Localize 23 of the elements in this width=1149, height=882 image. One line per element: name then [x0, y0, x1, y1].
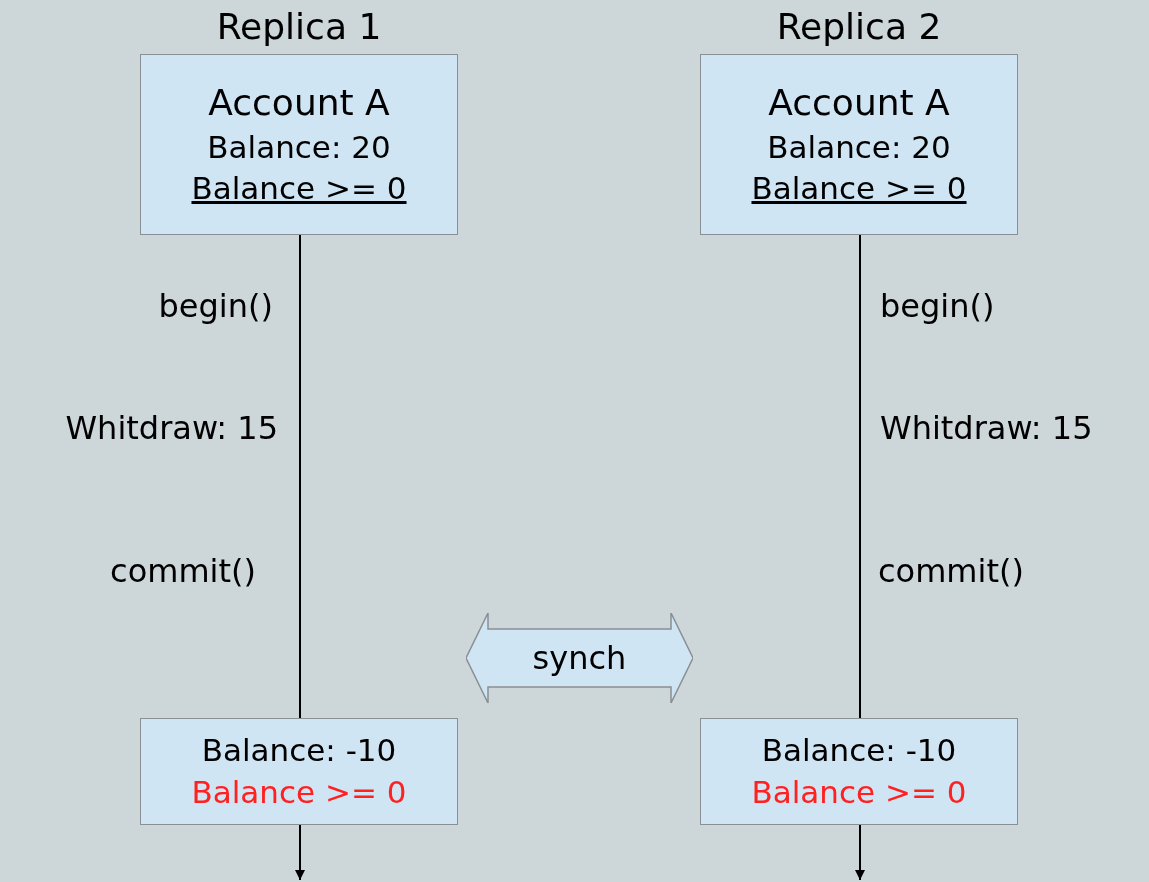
timeline-line: [299, 234, 301, 719]
operation-label: Whitdraw: 15: [65, 410, 278, 447]
arrow: [295, 824, 305, 881]
replica-heading: Replica 1: [216, 6, 382, 48]
arrow: [855, 824, 865, 881]
operation-label: commit(): [878, 553, 1024, 590]
synch-label: synch: [532, 639, 627, 677]
balance-text: Balance: 20: [207, 129, 391, 166]
balance-text: Balance: -10: [201, 732, 397, 769]
operation-label: commit(): [110, 553, 256, 590]
account-name: Account A: [208, 82, 390, 124]
operation-label: Whitdraw: 15: [880, 410, 1093, 447]
replica-heading: Replica 2: [776, 6, 942, 48]
account-name: Account A: [768, 82, 950, 124]
balance-text: Balance: -10: [761, 732, 957, 769]
constraint-text: Balance >= 0: [751, 171, 967, 207]
timeline-line: [859, 234, 861, 719]
operation-label: begin(): [158, 288, 273, 325]
violated-constraint-text: Balance >= 0: [751, 774, 967, 811]
balance-text: Balance: 20: [767, 129, 951, 166]
violated-constraint-text: Balance >= 0: [191, 774, 407, 811]
constraint-text: Balance >= 0: [191, 171, 407, 207]
operation-label: begin(): [880, 288, 995, 325]
